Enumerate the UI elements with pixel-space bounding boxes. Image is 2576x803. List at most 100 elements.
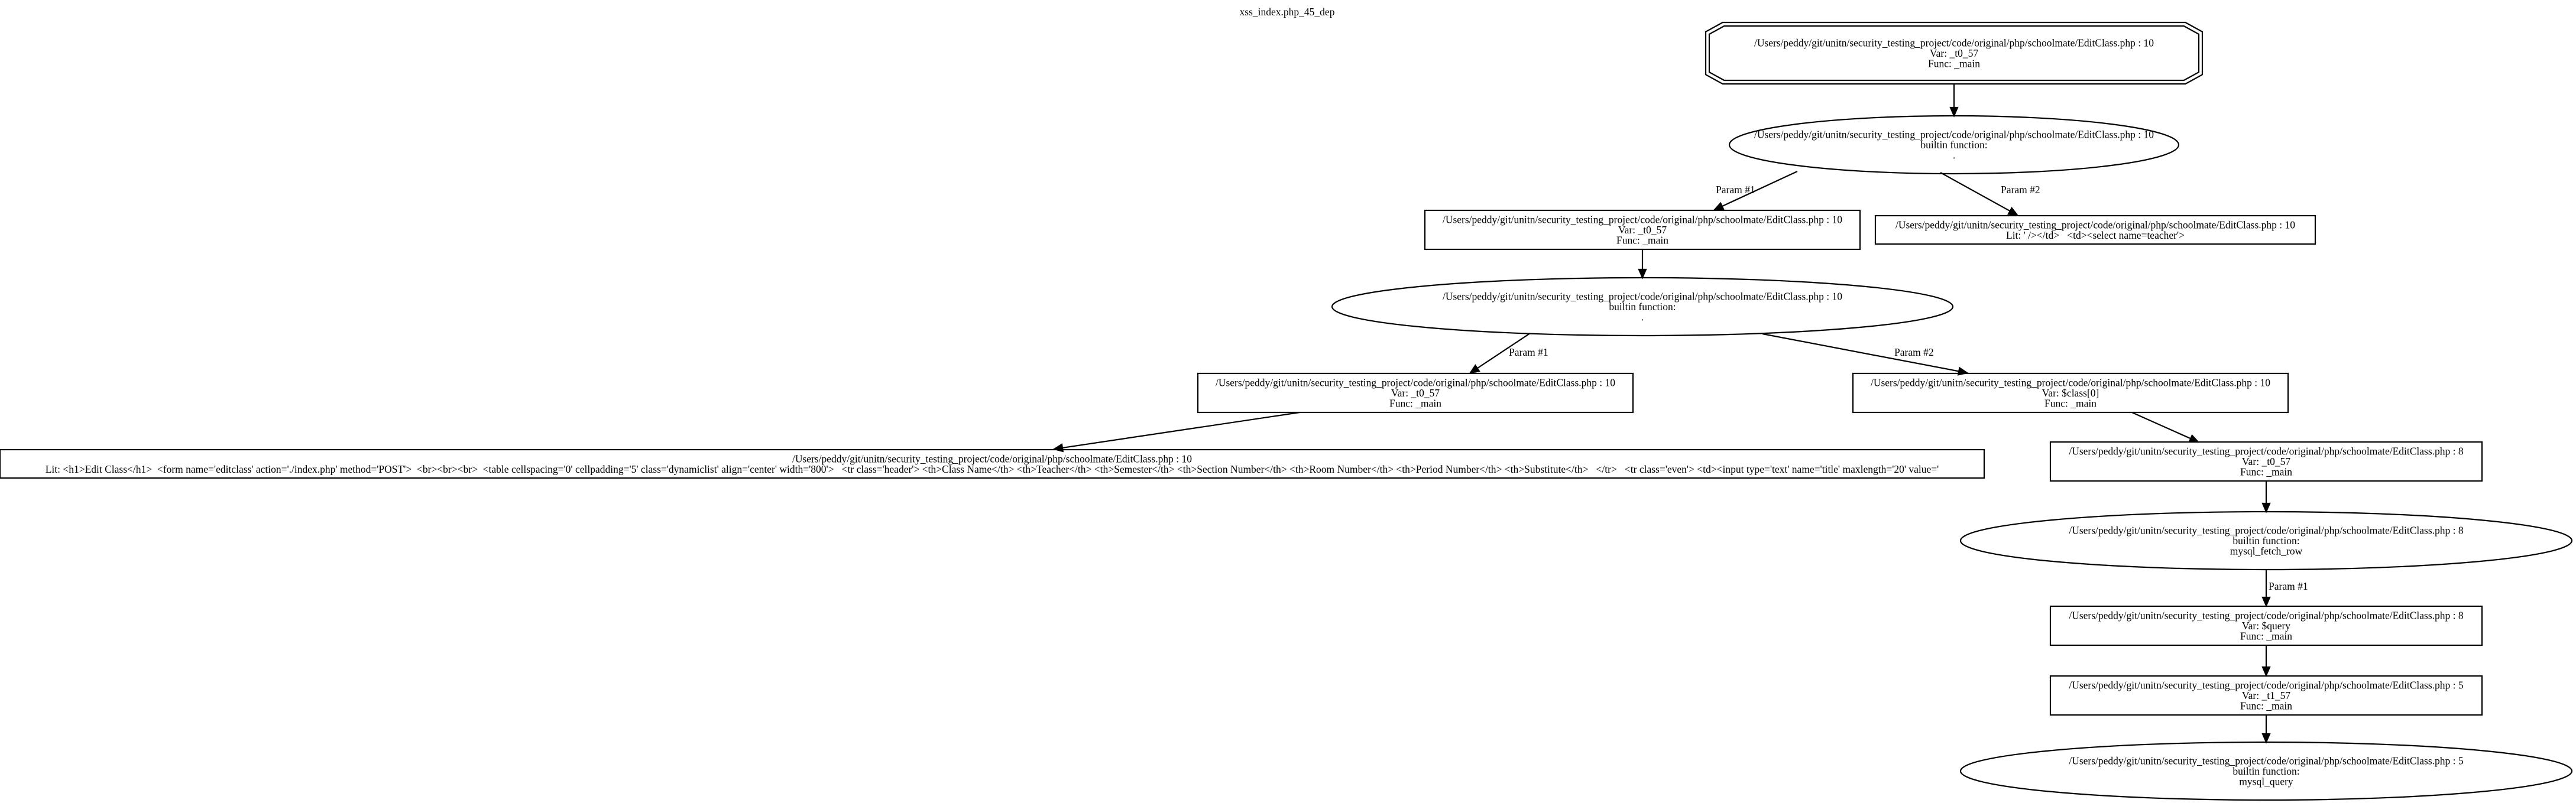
node-text-line: Var: _t1_57 [2242, 690, 2290, 701]
arrow-head [1949, 106, 1959, 118]
arrow-head [1638, 268, 1647, 279]
node-text-line: mysql_query [2239, 776, 2293, 788]
node-box [1852, 372, 2289, 414]
arrow-head [2261, 596, 2271, 607]
node-text-line: /Users/peddy/git/unitn/security_testing_… [2069, 610, 2464, 622]
edge-n8-n9 [2261, 481, 2271, 513]
node-ellipse [1959, 741, 2573, 801]
node-text-line: Var: $query [2242, 620, 2290, 632]
node-text-line: Var: _t0_57 [1618, 224, 1667, 236]
node-text-line: Func: _main [2240, 630, 2292, 642]
graph-node-n5: /Users/peddy/git/unitn/security_testing_… [1197, 372, 1634, 414]
edge-n2-n4 [1638, 249, 1647, 279]
edge-line [1762, 333, 1959, 372]
node-text-line: /Users/peddy/git/unitn/security_testing_… [2069, 525, 2464, 537]
arrow-head [2261, 733, 2271, 744]
edge-line [1722, 171, 1798, 207]
graph-node-n11: /Users/peddy/git/unitn/security_testing_… [2049, 675, 2483, 716]
node-text-line: /Users/peddy/git/unitn/security_testing_… [1871, 377, 2270, 389]
graph-node-n2: /Users/peddy/git/unitn/security_testing_… [1424, 209, 1861, 251]
edge-line [2131, 411, 2191, 440]
node-box [1424, 209, 1861, 251]
graph-node-n9: /Users/peddy/git/unitn/security_testing_… [1959, 511, 2573, 571]
graph-node-n6: /Users/peddy/git/unitn/security_testing_… [1852, 372, 2289, 414]
nodes-layer: /Users/peddy/git/unitn/security_testing_… [0, 21, 2573, 801]
node-text-line: /Users/peddy/git/unitn/security_testing_… [2069, 446, 2464, 457]
edge-n1-n2: Param #1 [1713, 171, 1798, 211]
node-text-line: /Users/peddy/git/unitn/security_testing_… [1754, 37, 2154, 49]
graph-node-n4: /Users/peddy/git/unitn/security_testing_… [1331, 277, 1954, 337]
edge-n11-n12 [2261, 715, 2271, 744]
node-text-line: /Users/peddy/git/unitn/security_testing_… [1443, 214, 1842, 226]
node-text-line: /Users/peddy/git/unitn/security_testing_… [1754, 129, 2154, 141]
node-text-line: builtin function: [2232, 535, 2299, 547]
node-text-line: Var: _t0_57 [1930, 47, 1978, 59]
node-text-line: Lit: ' /></td> <td><select name=teacher'… [2006, 229, 2185, 241]
node-text-line: Var: _t0_57 [2242, 456, 2290, 467]
node-text-line: builtin function: [2232, 765, 2299, 777]
edge-label: Param #1 [2269, 580, 2308, 592]
edge-label: Param #2 [2001, 184, 2040, 196]
edge-label: Param #1 [1509, 346, 1548, 358]
node-text-line: Func: _main [2240, 466, 2292, 478]
node-text-line: builtin function: [1609, 301, 1676, 313]
edge-line [1940, 172, 2011, 212]
node-text-line: /Users/peddy/git/unitn/security_testing_… [792, 453, 1192, 464]
arrow-head [2188, 434, 2200, 443]
arrow-head [1469, 364, 1480, 374]
edge-n9-n10: Param #1 [2261, 570, 2308, 607]
node-text-line: Var: _t0_57 [1391, 387, 1440, 399]
edge-n1-n3: Param #2 [1940, 172, 2040, 216]
node-text-line: /Users/peddy/git/unitn/security_testing_… [1895, 219, 2295, 230]
edge-label: Param #2 [1894, 346, 1934, 358]
node-text-line: . [1641, 311, 1644, 323]
node-text-line: /Users/peddy/git/unitn/security_testing_… [2069, 680, 2464, 691]
graph-node-n1: /Users/peddy/git/unitn/security_testing_… [1728, 115, 2180, 175]
node-text-line: mysql_fetch_row [2230, 545, 2303, 557]
node-text-line: Var: $class[0] [2042, 387, 2099, 399]
graph-node-n8: /Users/peddy/git/unitn/security_testing_… [2049, 441, 2483, 482]
edge-n4-n6: Param #2 [1762, 333, 1969, 376]
graph-node-n3: /Users/peddy/git/unitn/security_testing_… [1874, 214, 2316, 245]
node-text-line: Func: _main [1389, 398, 1441, 409]
node-text-line: Func: _main [2240, 700, 2292, 712]
arrow-head [1713, 201, 1725, 211]
edge-n5-n7 [1052, 411, 1300, 453]
node-box [1874, 214, 2316, 245]
edge-line [1477, 333, 1531, 369]
node-ellipse [1331, 277, 1954, 337]
node-ellipse [1728, 115, 2180, 175]
edge-n10-n11 [2261, 645, 2271, 677]
node-text-line: /Users/peddy/git/unitn/security_testing_… [1443, 291, 1842, 303]
graph-node-n12: /Users/peddy/git/unitn/security_testing_… [1959, 741, 2573, 801]
edge-n0-n1 [1949, 84, 1959, 118]
edge-line [1062, 411, 1300, 449]
node-box [2049, 605, 2483, 646]
arrow-head [2261, 666, 2271, 677]
graph-node-n10: /Users/peddy/git/unitn/security_testing_… [2049, 605, 2483, 646]
node-box [1197, 372, 1634, 414]
edge-n4-n5: Param #1 [1469, 333, 1548, 374]
node-text-line: Func: _main [2044, 398, 2097, 409]
node-text-line: /Users/peddy/git/unitn/security_testing_… [1216, 377, 1615, 389]
graph-node-n7: /Users/peddy/git/unitn/security_testing_… [0, 448, 1985, 479]
node-text-line: builtin function: [1920, 139, 1987, 151]
node-box [2049, 441, 2483, 482]
graph-title: xss_index.php_45_dep [1240, 6, 1335, 18]
node-octagon-inner [1708, 25, 2200, 82]
node-text-line: Lit: <h1>Edit Class</h1> <form name='edi… [46, 463, 1939, 475]
node-octagon-outer [1705, 21, 2204, 85]
edge-n6-n8 [2131, 411, 2200, 443]
node-text-line: /Users/peddy/git/unitn/security_testing_… [2069, 755, 2464, 767]
node-text-line: . [1953, 149, 1955, 161]
node-box [0, 448, 1985, 479]
node-ellipse [1959, 511, 2573, 571]
node-text-line: Func: _main [1616, 235, 1668, 246]
node-text-line: Func: _main [1928, 58, 1980, 70]
arrow-head [2007, 206, 2019, 216]
edge-label: Param #1 [1716, 184, 1755, 196]
graph-node-n0: /Users/peddy/git/unitn/security_testing_… [1705, 21, 2204, 85]
arrow-head [2261, 502, 2271, 513]
node-box [2049, 675, 2483, 716]
